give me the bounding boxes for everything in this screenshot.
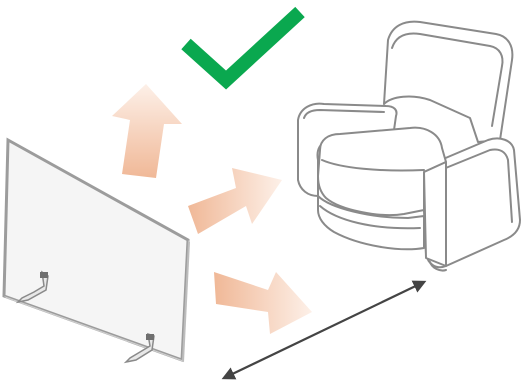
distance-arrow-icon — [221, 280, 427, 380]
check-mark-icon — [181, 6, 305, 90]
down-right-arrow-icon — [214, 272, 312, 334]
tv-stand-left — [15, 270, 49, 304]
armchair-icon — [297, 20, 521, 272]
television-icon — [2, 137, 190, 364]
tv-stand-right — [123, 332, 155, 364]
right-arrow-icon — [188, 168, 282, 234]
up-arrow-icon — [112, 84, 182, 178]
